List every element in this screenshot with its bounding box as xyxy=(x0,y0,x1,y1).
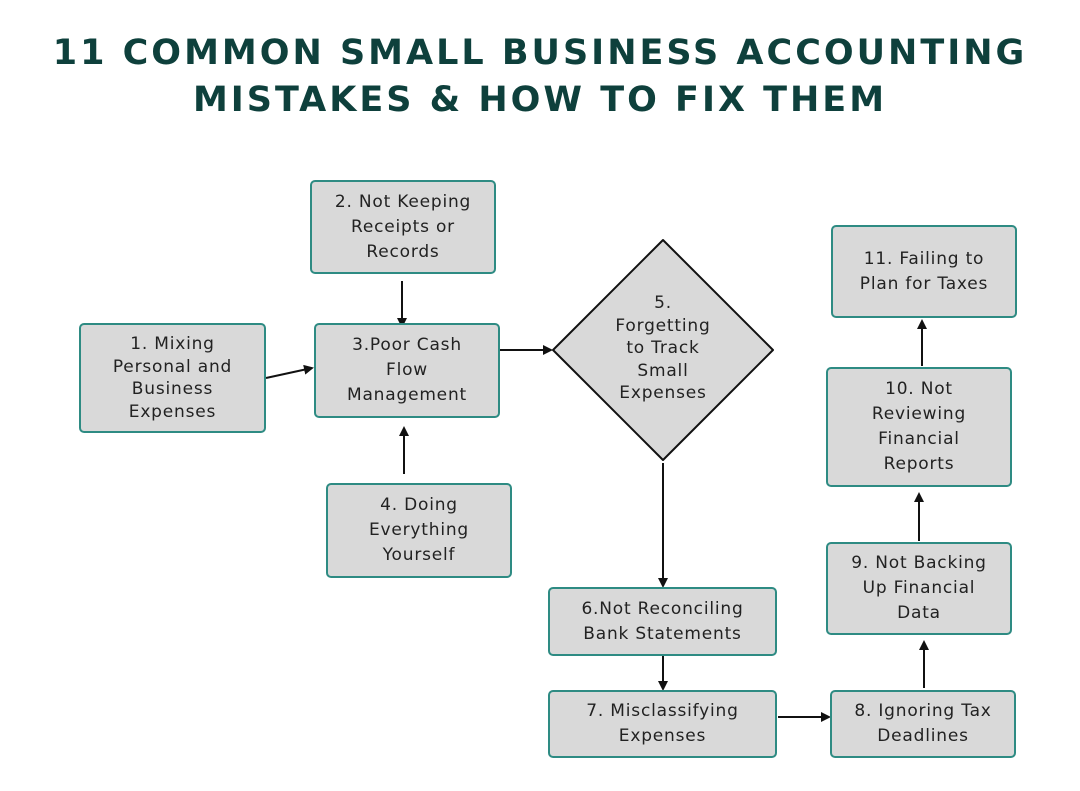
node-1-label: 1. Mixing Personal and Business Expenses xyxy=(112,334,233,422)
node-2-label: 2. Not Keeping Receipts or Records xyxy=(334,191,472,262)
node-1-mixing-personal-business: 1. Mixing Personal and Business Expenses xyxy=(79,323,266,433)
node-8-ignoring-tax-deadlines: 8. Ignoring Tax Deadlines xyxy=(830,690,1016,758)
node-6-not-reconciling-bank: 6.Not Reconciling Bank Statements xyxy=(548,587,777,656)
node-3-poor-cash-flow: 3.Poor Cash Flow Management xyxy=(314,323,500,418)
edge-1-to-3 xyxy=(265,364,314,379)
node-3-label: 3.Poor Cash Flow Management xyxy=(347,335,467,405)
node-5-label: 5. Forgetting to Track Small Expenses xyxy=(615,293,711,403)
node-10-label: 10. Not Reviewing Financial Reports xyxy=(871,379,967,474)
node-7-misclassifying-expenses: 7. Misclassifying Expenses xyxy=(548,690,777,758)
node-11-failing-to-plan-taxes: 11. Failing to Plan for Taxes xyxy=(831,225,1017,318)
node-6-label: 6.Not Reconciling Bank Statements xyxy=(581,598,744,644)
node-7-label: 7. Misclassifying Expenses xyxy=(586,701,739,746)
node-9-label: 9. Not Backing Up Financial Data xyxy=(851,553,987,623)
node-4-doing-everything-yourself: 4. Doing Everything Yourself xyxy=(326,483,512,578)
node-4-label: 4. Doing Everything Yourself xyxy=(368,495,470,565)
node-8-label: 8. Ignoring Tax Deadlines xyxy=(854,701,992,746)
node-10-not-reviewing-reports: 10. Not Reviewing Financial Reports xyxy=(826,367,1012,487)
node-5-diamond-shape xyxy=(552,239,774,461)
node-9-not-backing-up-data: 9. Not Backing Up Financial Data xyxy=(826,542,1012,635)
page-title-line-1: 11 COMMON SMALL BUSINESS ACCOUNTING xyxy=(52,33,1028,73)
node-2-not-keeping-receipts: 2. Not Keeping Receipts or Records xyxy=(310,180,496,274)
node-11-label: 11. Failing to Plan for Taxes xyxy=(859,248,989,294)
page-title-line-2: MISTAKES & HOW TO FIX THEM xyxy=(192,80,888,120)
